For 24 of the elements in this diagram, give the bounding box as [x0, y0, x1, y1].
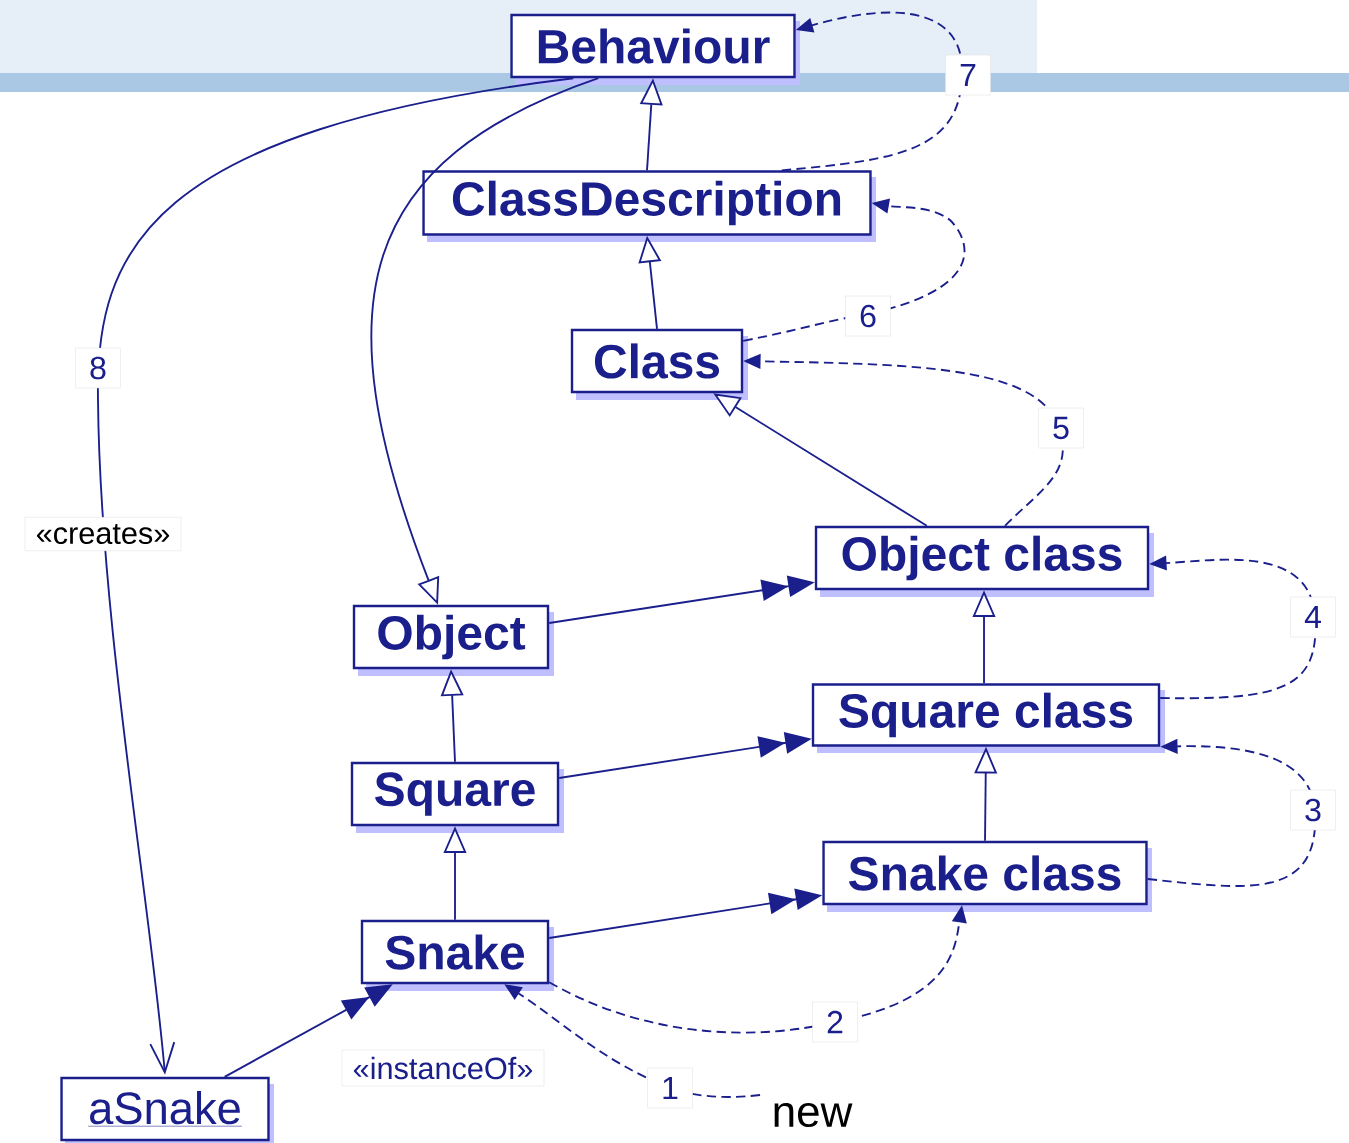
step-number: 2	[812, 1001, 858, 1043]
arrow	[97, 77, 575, 1075]
class-box: Square class	[811, 683, 1165, 753]
class-box: Snake	[360, 919, 554, 991]
class-box: Object	[352, 604, 554, 676]
step-number: 5	[1038, 407, 1084, 449]
step-number: 3	[1290, 789, 1336, 831]
step-number: 1	[647, 1067, 693, 1109]
message-text: new	[774, 1102, 853, 1128]
class-box: Object class	[814, 525, 1154, 597]
step-number: 6	[845, 295, 891, 337]
class-box: Class	[570, 328, 748, 400]
dashed-arrow	[742, 198, 966, 342]
step-number: 4	[1290, 596, 1336, 638]
dashed-arrow	[780, 11, 963, 172]
class-box: Behaviour	[510, 13, 800, 85]
step-number: 7	[945, 54, 991, 96]
stereotype-label: «creates»	[24, 517, 182, 551]
class-box: Square	[350, 761, 564, 833]
object-box: aSnake	[60, 1076, 274, 1143]
class-box: Snake class	[822, 840, 1152, 912]
class-box: ClassDescription	[422, 170, 876, 242]
edge-label: «instanceOf»	[341, 1049, 545, 1087]
step-number: 8	[75, 347, 121, 389]
